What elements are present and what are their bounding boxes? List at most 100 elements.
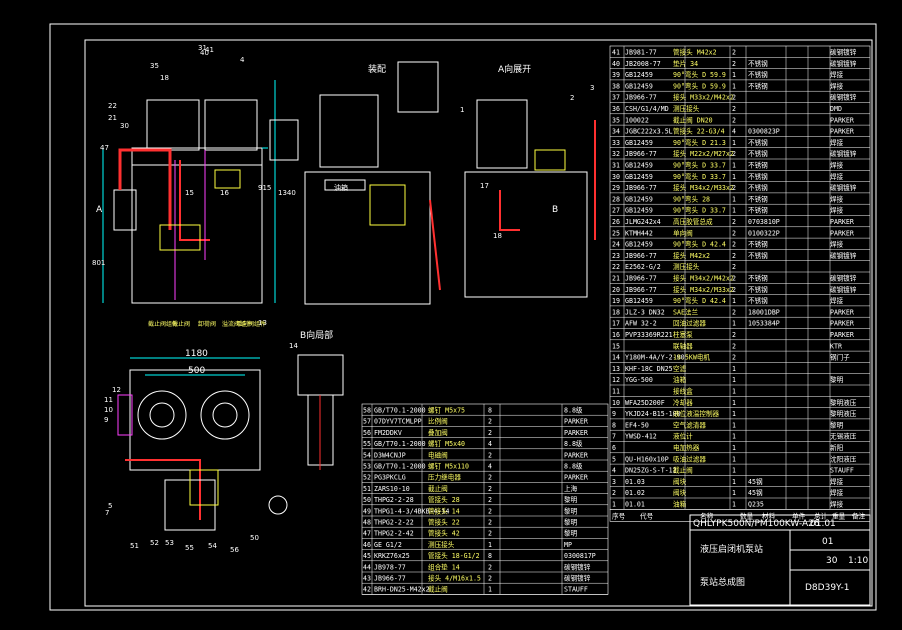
bom-upper-name: 吸油过滤器 — [673, 454, 706, 463]
bom-lower-qty: 2 — [488, 474, 492, 482]
bom-upper-no: 9 — [612, 410, 616, 418]
callout-number: 1 — [460, 106, 464, 114]
bom-upper-note: 黎明液压 — [830, 409, 857, 418]
bom-upper-code: JB966-77 — [625, 150, 657, 158]
bom-upper-note: PARKER — [830, 116, 854, 124]
note-label: 溢流阀组件 — [222, 320, 252, 328]
bom-upper-code: E2562-G/2 — [625, 263, 661, 271]
bom-lower-qty: 2 — [488, 530, 492, 538]
bom-upper-no: 37 — [612, 94, 620, 102]
bom-upper-note: 焊接 — [830, 240, 844, 249]
bom-upper-code: KTMH442 — [625, 229, 653, 237]
bom-upper-code: JB966-77 — [625, 252, 657, 260]
bom-upper-note: STAUFF — [830, 467, 854, 475]
callout-number: 40 — [200, 49, 209, 57]
bom-upper-qty: 2 — [732, 60, 736, 68]
callout-number: 22 — [108, 102, 117, 110]
bom-lower-no: 54 — [363, 451, 371, 459]
bom-upper-note: 焊接 — [830, 477, 844, 486]
bom-lower-note: STAUFF — [564, 586, 588, 594]
bom-header-cell: 名称 — [700, 511, 714, 520]
bom-lower-code: JB978-77 — [374, 563, 406, 571]
bom-lower-name: 管接头 14 — [428, 506, 460, 515]
bom-upper-code: JB981-77 — [625, 49, 657, 57]
bom-lower-name: 管接头 42 — [428, 529, 460, 538]
bom-lower-no: 50 — [363, 496, 371, 504]
bom-upper-name: 90°弯头 D 42.4 — [673, 296, 726, 305]
bom-upper-note: 碳钢镀锌 — [830, 93, 857, 102]
bom-upper-no: 2 — [612, 489, 616, 497]
bom-upper-qty: 1 — [732, 82, 736, 90]
bom-lower-note: 黎明 — [564, 495, 578, 504]
bom-lower-no: 49 — [363, 507, 371, 515]
bom-upper-name: 90°弯头 D 33.7 — [673, 172, 726, 181]
bom-upper-name: 油箱 — [673, 375, 687, 384]
bom-upper-name: 油箱 — [673, 500, 687, 509]
bom-upper-code: JB966-77 — [625, 286, 657, 294]
bom-upper-mat: 1053384P — [748, 320, 780, 328]
bom-upper-mat: 不锈钢 — [748, 296, 768, 305]
bom-header-cell: 序号 — [612, 511, 626, 520]
callout-number: 15 — [185, 189, 194, 197]
bom-upper-qty: 2 — [732, 116, 736, 124]
bom-upper-mat: 不锈钢 — [748, 206, 768, 215]
bom-upper-note: 碳钢镀锌 — [830, 149, 857, 158]
bom-upper-note: PARKER — [830, 218, 854, 226]
tank-label: 油箱 — [334, 183, 348, 192]
bom-upper-name: 截止阀 — [673, 466, 693, 475]
bom-upper-qty: 1 — [732, 320, 736, 328]
bom-upper-name: 液位计 — [673, 432, 693, 441]
bom-upper-name: 接头 M34x2/M33x2 — [673, 183, 734, 192]
bom-lower-name: 接头 4/M16x1.5 — [428, 574, 481, 583]
bom-lower-code: ZARS10-10 — [374, 485, 410, 493]
bom-upper-code: GB12459 — [625, 297, 653, 305]
bom-upper-mat: 0300823P — [748, 128, 780, 136]
bom-lower-name: 螺钉 M5x110 — [428, 462, 469, 471]
bom-upper-no: 25 — [612, 229, 620, 237]
bom-lower-no: 44 — [363, 563, 371, 571]
bom-lower-no: 42 — [363, 586, 371, 594]
bom-lower-no: 48 — [363, 519, 371, 527]
bom-upper-qty: 1 — [732, 388, 736, 396]
bom-upper-qty: 2 — [732, 263, 736, 271]
bom-header-cell: 总计 — [814, 511, 828, 520]
bom-lower-qty: 1 — [488, 586, 492, 594]
bom-lower-code: THPG1-4-3/4BKB-4-14 — [374, 507, 449, 515]
bom-upper-no: 17 — [612, 320, 620, 328]
bom-lower-no: 53 — [363, 463, 371, 471]
bom-upper-code: JGBC222x3.5L — [625, 128, 673, 136]
callout-number: 30 — [120, 122, 129, 130]
bom-upper-no: 8 — [612, 421, 616, 429]
bom-upper-no: 27 — [612, 207, 620, 215]
bom-lower-no: 57 — [363, 418, 371, 426]
bom-upper-mat: 不锈钢 — [748, 183, 768, 192]
note-label: 卸荷阀 — [198, 320, 216, 328]
title-block: QHLYPK500N/PM100KW-A26 01.01 01 液压启闭机泵站 … — [689, 514, 871, 606]
bom-upper-no: 18 — [612, 308, 620, 316]
bom-lower-code: PG3PKCLG — [374, 474, 406, 482]
bom-upper-note: DMD — [830, 105, 842, 113]
bom-lower-name: 测压接头 — [428, 540, 455, 549]
bom-upper-note: 焊接 — [830, 172, 844, 181]
bom-lower-note: 黎明 — [564, 506, 578, 515]
dim-height-a: 801 — [92, 259, 105, 267]
bom-upper-code: 01.01 — [625, 501, 645, 509]
drawing-subtitle: 泵站总成图 — [700, 576, 745, 588]
bom-upper-name: 单向阀 — [673, 228, 693, 237]
a-view — [464, 99, 596, 298]
bom-upper-name: 接头 M34x2/M33x2 — [673, 285, 734, 294]
part-number: 01.01 — [810, 519, 836, 529]
bom-upper-no: 15 — [612, 342, 620, 350]
bom-upper-code: WFA25D200F — [625, 399, 665, 407]
callout-number: 51 — [130, 542, 139, 550]
bom-upper-mat: 45钢 — [748, 489, 763, 497]
bom-upper-code: PVP33369R221 — [625, 331, 673, 339]
bom-lower-no: 46 — [363, 541, 371, 549]
bom-upper-code: GB12459 — [625, 173, 653, 181]
bom-lower-note: PARKER — [564, 429, 588, 437]
bom-lower-no: 45 — [363, 552, 371, 560]
bom-upper-no: 23 — [612, 252, 620, 260]
bom-upper-qty: 2 — [732, 49, 736, 57]
bom-upper-note: PARKER — [830, 229, 854, 237]
bom-upper-no: 40 — [612, 60, 620, 68]
